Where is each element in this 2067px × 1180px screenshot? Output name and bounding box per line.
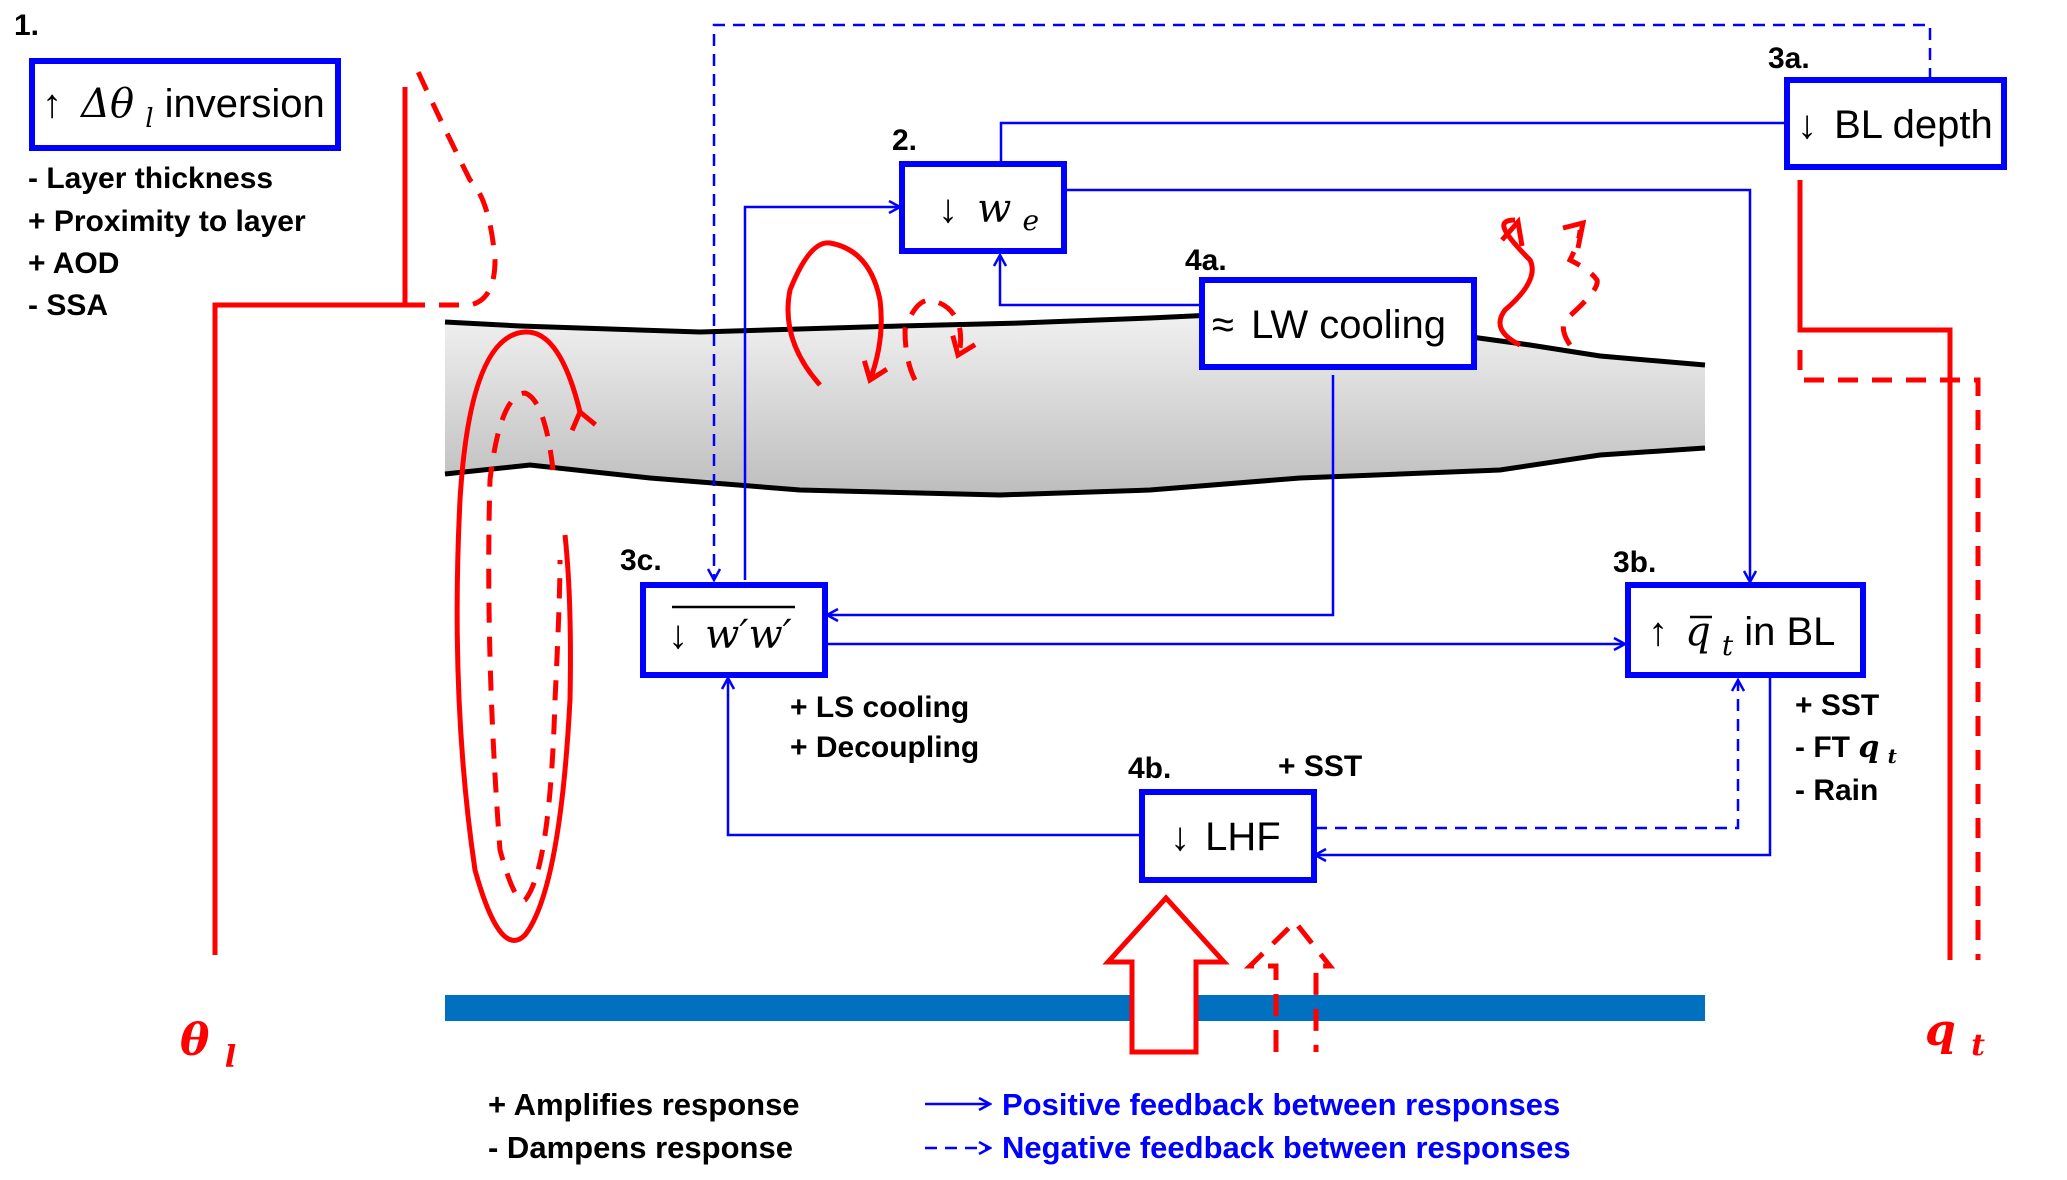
up-arrow-icon: ↑ [42, 82, 62, 126]
svg-text:↓ w e: ↓ w e [938, 186, 1039, 237]
cloud-top-edge [444, 307, 1706, 368]
eddy-large-solid [454, 329, 598, 943]
down-arrow-icon: ↓ [938, 187, 958, 231]
link-3a-to-3c-negative [714, 23, 1932, 580]
box-wprime[interactable]: 3c. ↓ w′w′ [620, 544, 828, 678]
link-4b-to-3c [728, 678, 1140, 837]
approx-icon: ≈ [1212, 303, 1234, 347]
theta-profile-solid [212, 87, 408, 955]
down-arrow-icon: ↓ [1170, 815, 1190, 859]
svg-text:≈ LW cooling: ≈ LW cooling [1212, 303, 1446, 347]
link-4b-to-3b-negative [1315, 680, 1738, 830]
link-3c-to-2 [743, 207, 900, 580]
link-4a-to-2 [1000, 255, 1200, 307]
surface-flux-arrow-solid [1102, 894, 1230, 1055]
box-number: 3a. [1768, 42, 1810, 75]
box-inversion[interactable]: 1. ↑ Δθ l inversion [14, 9, 341, 151]
lw-squiggle-dashed [1560, 229, 1600, 347]
down-arrow-icon: ↓ [1797, 103, 1817, 147]
eddy-top-solid [785, 240, 889, 387]
link-2-to-3a [999, 123, 1810, 162]
svg-text:+ AOD: + AOD [28, 247, 119, 280]
eddy-large-dashed [486, 390, 563, 903]
theta-profile-dashed [405, 63, 498, 308]
link-3b-to-4b [1315, 678, 1772, 855]
legend: + Amplifies response - Dampens response … [488, 1087, 1571, 1165]
qt-profile-dashed [1797, 350, 1981, 960]
svg-text:↑ q t in BL: ↑ q t in BL [1648, 609, 1835, 664]
svg-text:+ SST: + SST [1795, 689, 1879, 722]
factors-inversion: - Layer thickness + Proximity to layer +… [28, 162, 306, 322]
axis-label-theta: θ l [180, 1015, 236, 1075]
legend-negative: Negative feedback between responses [1002, 1130, 1571, 1165]
box-number: 4b. [1128, 752, 1171, 785]
svg-text:↓ LHF: ↓ LHF [1170, 815, 1281, 859]
box-bl-depth[interactable]: 3a. ↓ BL depth [1768, 42, 2007, 170]
box-number: 1. [14, 9, 39, 42]
axis-label-qt: q t [1925, 1005, 1985, 1063]
box-entrainment[interactable]: 2. ↓ w e [892, 124, 1067, 254]
link-4a-to-3c [827, 375, 1335, 615]
box-number: 3c. [620, 544, 662, 577]
down-arrow-icon: ↓ [668, 613, 688, 657]
svg-text:↑ Δθ l inve: ↑ Δθ l inversion [42, 81, 325, 136]
up-arrow-icon: ↑ [1648, 610, 1668, 654]
factors-qt-bl: + SST - FT q t - Rain [1795, 689, 1898, 807]
lw-arrowhead-dashed [1562, 219, 1587, 249]
box-lw-cooling[interactable]: 4a. ≈ LW cooling [1185, 244, 1477, 370]
lw-squiggle-solid [1497, 217, 1535, 348]
box-qt-bl[interactable]: 3b. ↑ q t in BL [1613, 546, 1866, 678]
ocean-surface [445, 995, 1705, 1021]
factors-wprime: + LS cooling + Decoupling [790, 691, 979, 764]
svg-text:- SSA: - SSA [28, 289, 108, 322]
legend-positive: Positive feedback between responses [1002, 1087, 1560, 1122]
svg-text:+ LS cooling: + LS cooling [790, 691, 969, 724]
svg-text:- FT q t: - FT q t [1795, 730, 1898, 768]
lw-arrowhead-solid [1500, 216, 1525, 247]
box-lhf[interactable]: 4b. ↓ LHF [1128, 752, 1317, 883]
svg-text:+ Decoupling: + Decoupling [790, 731, 979, 764]
legend-amplifies: + Amplifies response [488, 1087, 800, 1122]
link-2-to-3b [1065, 188, 1750, 582]
factor-lhf: + SST [1278, 750, 1362, 783]
box-number: 2. [892, 124, 917, 157]
box-number: 4a. [1185, 244, 1227, 277]
svg-text:- Rain: - Rain [1795, 774, 1878, 807]
box-number: 3b. [1613, 546, 1656, 579]
svg-text:- Layer thickness: - Layer thickness [28, 162, 273, 195]
cloud-bottom-edge [444, 445, 1706, 498]
svg-text:↓ w′w′: ↓ w′w′ [668, 612, 792, 658]
svg-text:+ Proximity to layer: + Proximity to layer [28, 205, 306, 238]
svg-text:↓ BL depth: ↓ BL depth [1797, 103, 1993, 147]
qt-profile-solid [1797, 180, 1953, 960]
surface-flux-arrow-dashed [1243, 918, 1336, 1052]
legend-dampens: - Dampens response [488, 1130, 793, 1165]
eddy-top-dashed [902, 297, 977, 382]
